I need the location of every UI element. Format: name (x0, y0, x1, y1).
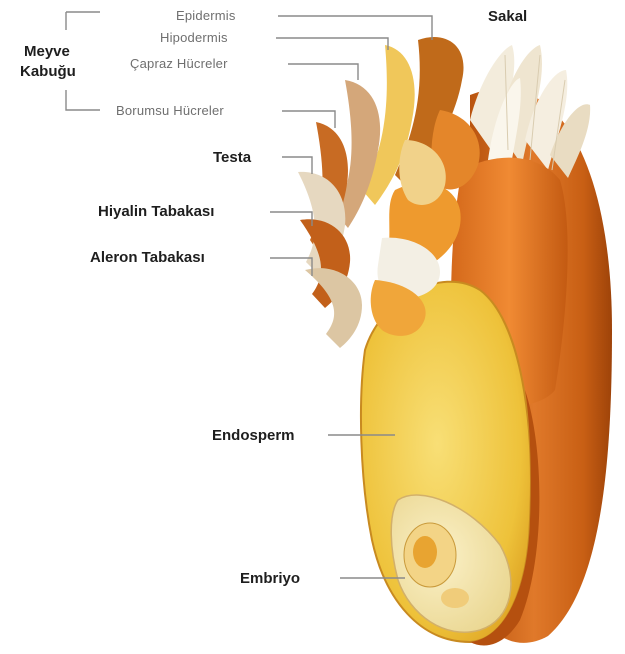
label-endosperm: Endosperm (212, 428, 295, 443)
label-capraz-hucreler: Çapraz Hücreler (130, 57, 228, 70)
label-hipodermis: Hipodermis (160, 31, 228, 44)
leader-hipodermis (276, 38, 388, 50)
leader-aleron (270, 258, 312, 276)
label-testa: Testa (213, 150, 251, 165)
leader-epidermis (278, 16, 432, 40)
label-epidermis: Epidermis (176, 9, 236, 22)
label-embriyo: Embriyo (240, 571, 300, 586)
label-aleron-tabakasi: Aleron Tabakası (90, 250, 205, 265)
leader-meyve-kabugu-bracket (66, 12, 100, 110)
label-hiyalin-tabakasi: Hiyalin Tabakası (98, 204, 214, 219)
label-meyve: Meyve (24, 44, 70, 59)
label-kabugu: Kabuğu (20, 64, 76, 79)
label-borumsu-hucreler: Borumsu Hücreler (116, 104, 224, 117)
label-sakal: Sakal (488, 9, 527, 24)
leader-capraz (288, 64, 358, 80)
leader-testa (282, 157, 312, 174)
leader-borumsu (282, 111, 335, 128)
